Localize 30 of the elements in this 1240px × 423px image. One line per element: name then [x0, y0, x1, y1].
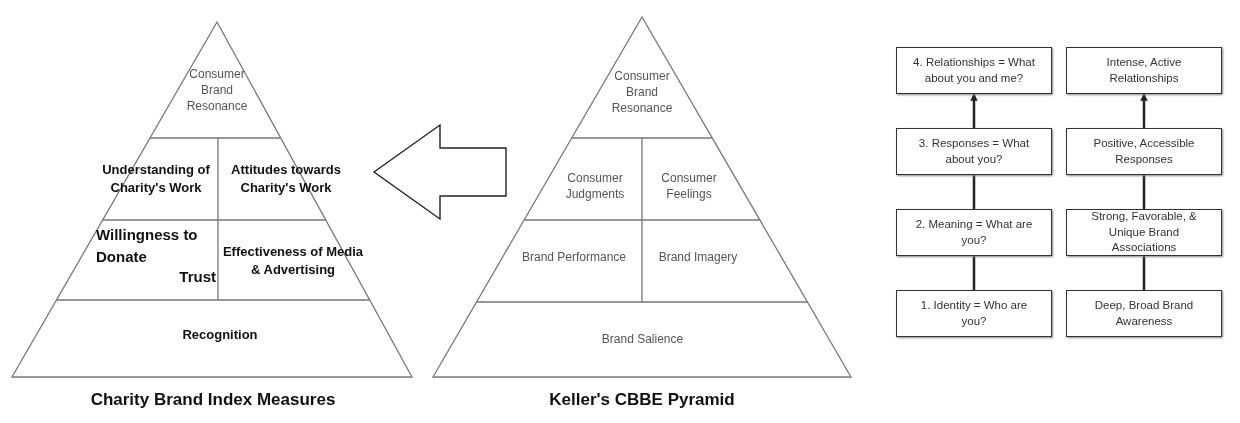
tier-label: Trust — [179, 267, 216, 285]
block-arrow — [372, 123, 507, 221]
tier-label: Recognition — [150, 321, 290, 349]
tier-label: Consumer Brand Resonance — [180, 62, 254, 118]
level-box: 2. Meaning = What are you? — [896, 209, 1052, 256]
level-box: Strong, Favorable, & Unique Brand Associations — [1066, 209, 1222, 256]
level-box: 4. Relationships = What about you and me? — [896, 47, 1052, 94]
tier-label: Brand Imagery — [648, 246, 748, 268]
level-box: Positive, Accessible Responses — [1066, 128, 1222, 175]
connector-line — [972, 175, 976, 209]
tier-label: Brand Salience — [580, 328, 705, 350]
tier-label: Effectiveness of Media & Advertising — [222, 238, 364, 284]
tier-label: Consumer Feelings — [646, 164, 732, 208]
level-box: Deep, Broad Brand Awareness — [1066, 290, 1222, 337]
pyramid-caption: Charity Brand Index Measures — [89, 390, 337, 410]
connector-line — [1142, 256, 1146, 290]
tier-label: Brand Performance — [510, 246, 638, 268]
tier-label: Understanding of Charity's Work — [94, 158, 218, 200]
tier-label: Consumer Brand Resonance — [605, 62, 679, 122]
arrow — [1140, 93, 1148, 128]
level-box: 3. Responses = What about you? — [896, 128, 1052, 175]
tier-label: Willingness to Donate — [96, 225, 199, 267]
tier-label: Consumer Judgments — [552, 164, 638, 208]
level-box: 1. Identity = Who are you? — [896, 290, 1052, 337]
level-box: Intense, Active Relationships — [1066, 47, 1222, 94]
connector-line — [972, 256, 976, 290]
tier-label: Attitudes towards Charity's Work — [222, 158, 350, 200]
arrow — [970, 93, 978, 128]
pyramid-caption: Keller's CBBE Pyramid — [548, 390, 736, 410]
connector-line — [1142, 175, 1146, 209]
